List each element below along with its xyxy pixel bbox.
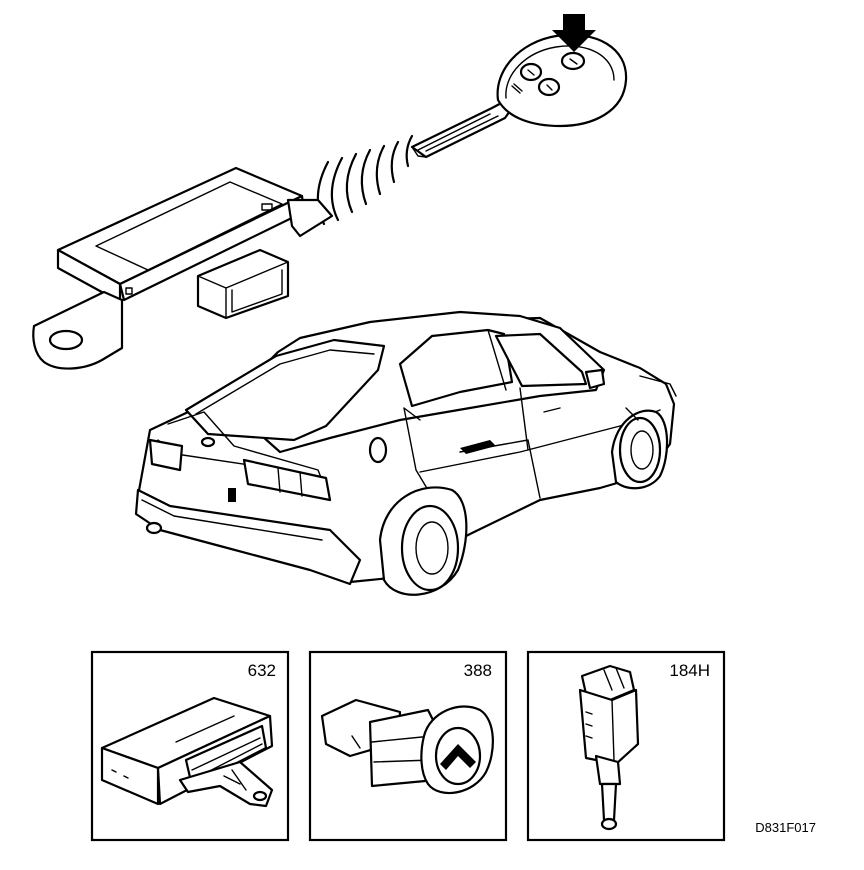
inset-184H: 184H	[526, 650, 726, 842]
inset-388: 388	[308, 650, 508, 842]
control-module-icon	[100, 696, 274, 808]
inset-632: 632	[90, 650, 290, 842]
inset-label-388: 388	[464, 661, 492, 680]
remote-key-fob-icon	[410, 33, 628, 159]
connector-switch-icon	[578, 664, 640, 831]
signal-waves-icon	[316, 134, 414, 226]
figure-reference-code: D831F017	[755, 820, 816, 835]
inset-label-632: 632	[248, 661, 276, 680]
trunk-lock-cylinder-icon	[320, 698, 494, 794]
inset-label-184H: 184H	[669, 661, 710, 680]
receiver-module-icon	[32, 166, 334, 370]
indicator-arrow-icon	[552, 14, 596, 52]
hatchback-car-icon	[134, 310, 677, 596]
